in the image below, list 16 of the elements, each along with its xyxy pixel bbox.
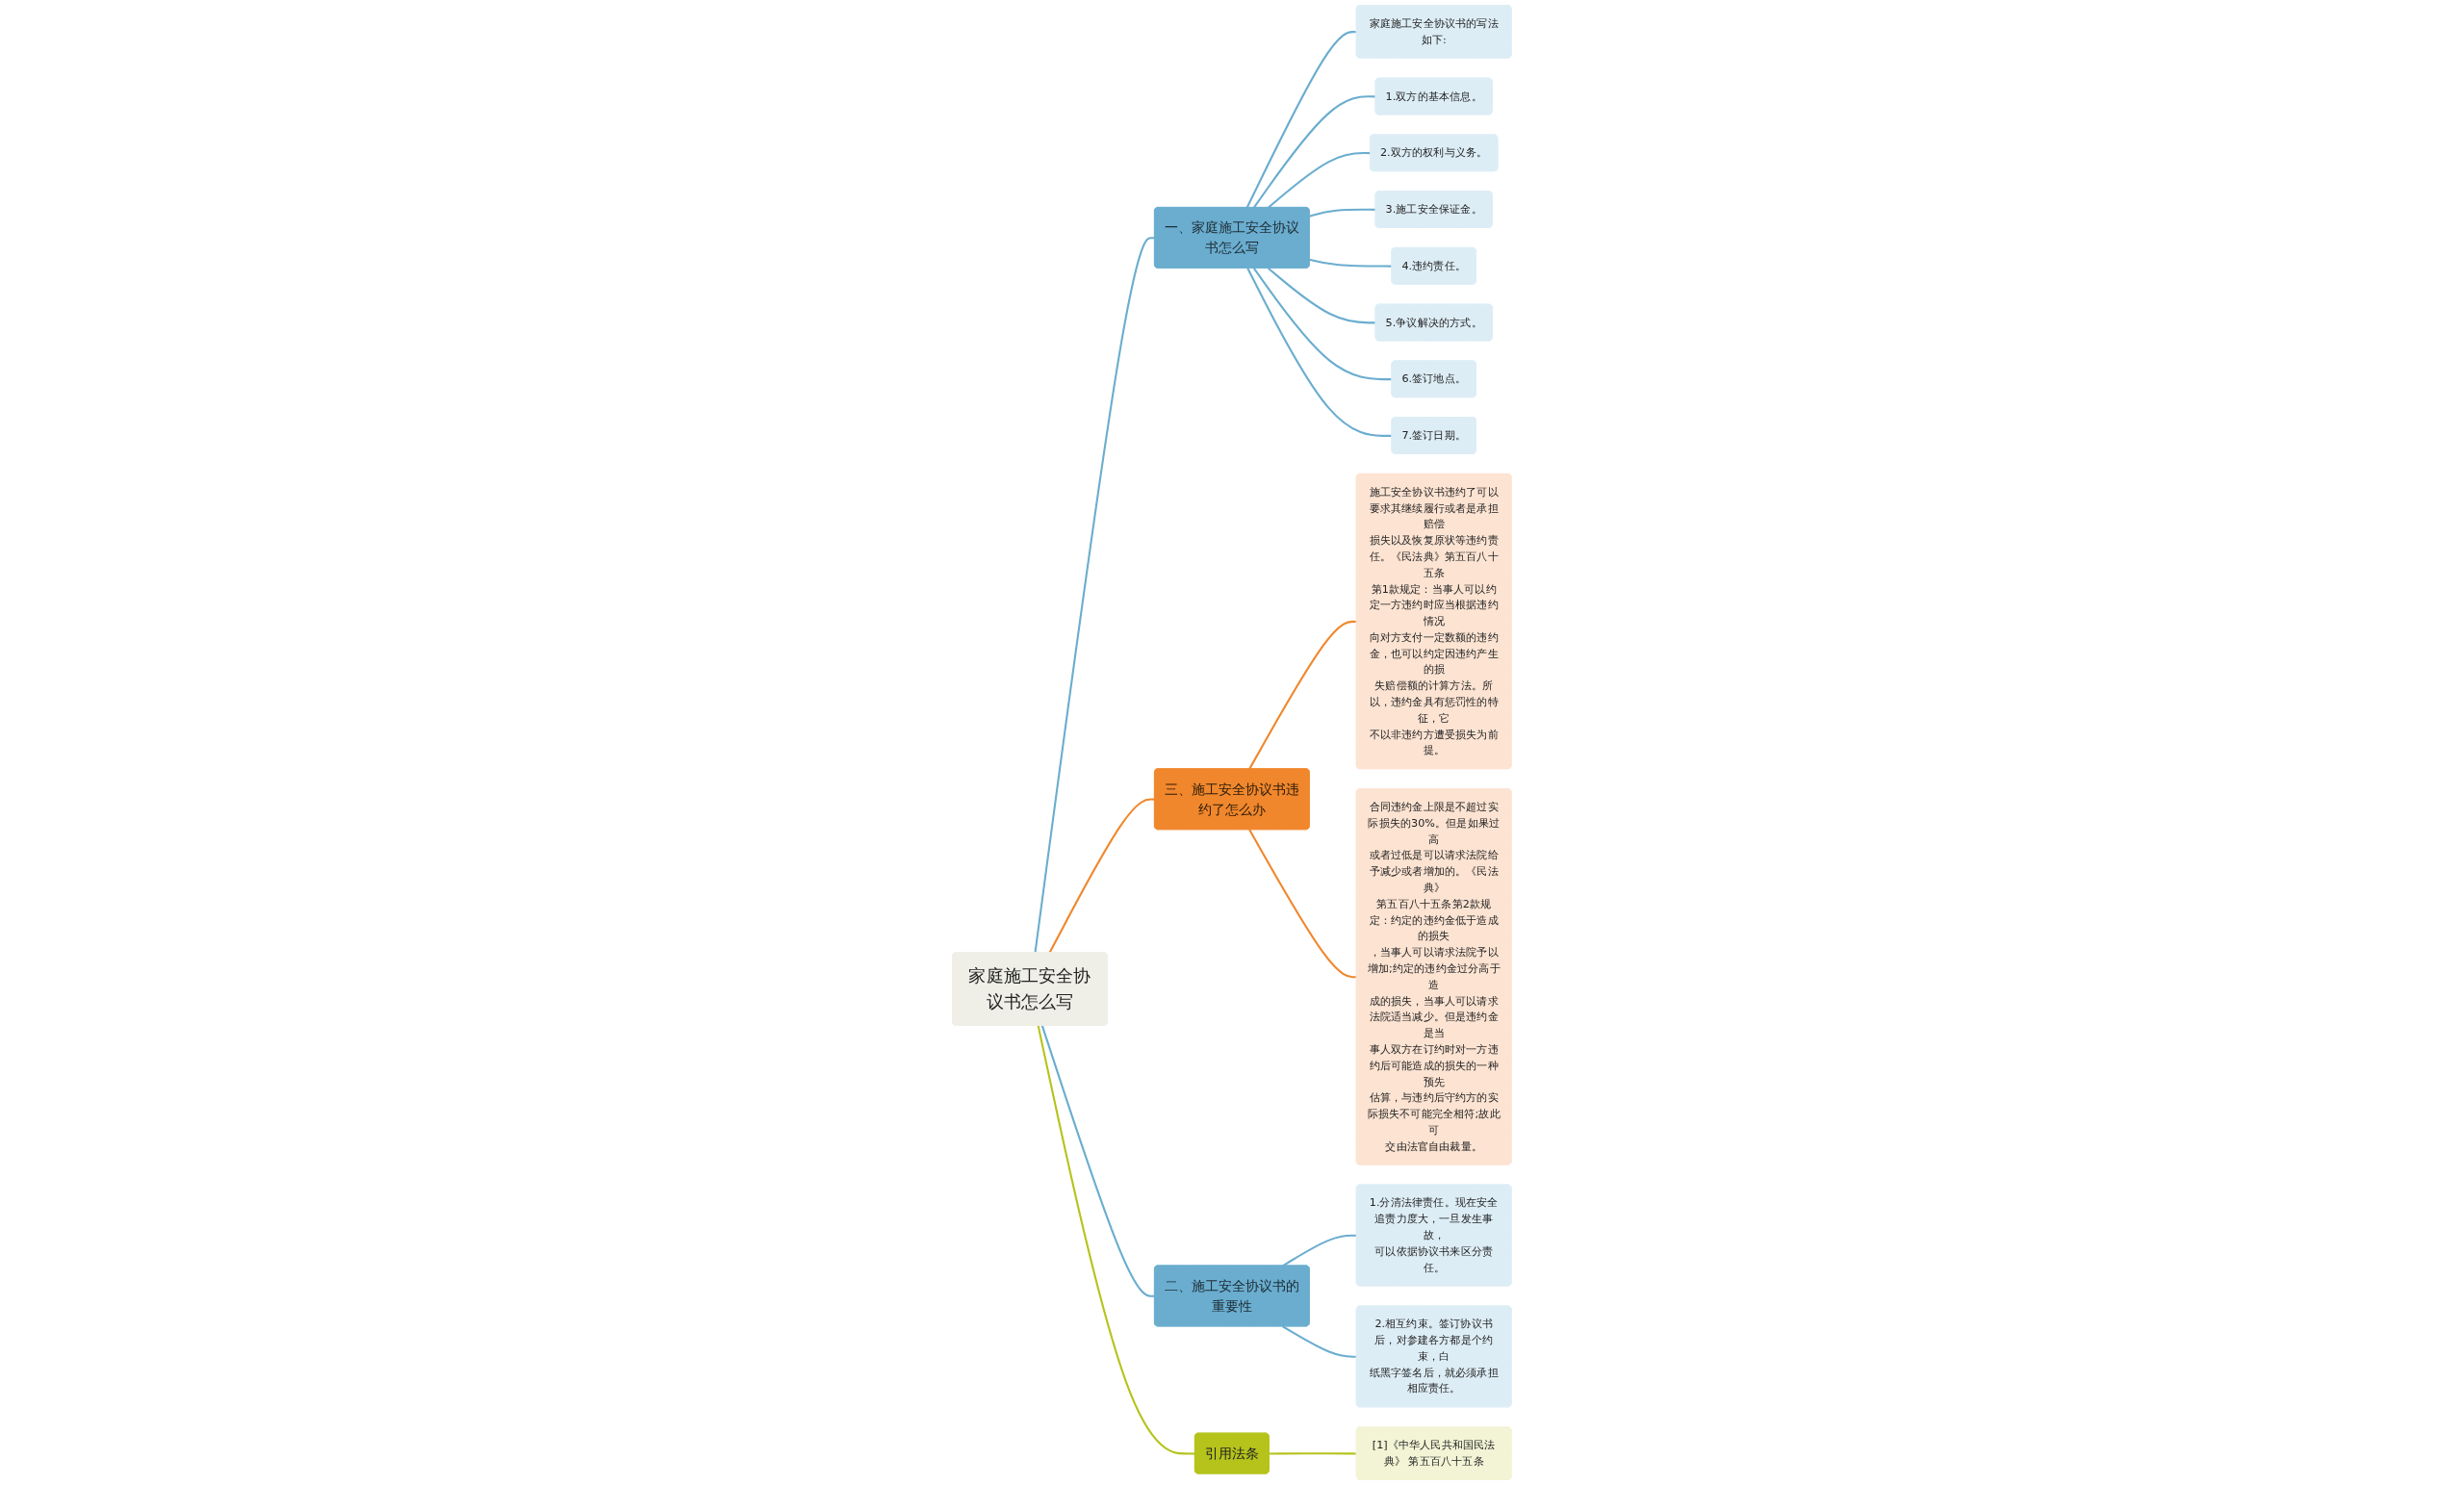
connector [1309, 258, 1393, 268]
connector [1034, 237, 1156, 954]
connector [1309, 208, 1376, 218]
connector [1268, 267, 1376, 324]
connector [1248, 829, 1357, 979]
connector [1252, 268, 1393, 381]
connector [1245, 31, 1357, 209]
connector [1248, 620, 1357, 770]
connector [1252, 95, 1376, 209]
connector [1269, 1452, 1357, 1455]
connector [1268, 152, 1371, 209]
connector [1246, 268, 1393, 437]
connector [1037, 1025, 1195, 1455]
connector [1048, 798, 1155, 954]
connector [1040, 1025, 1155, 1297]
connector [1282, 1325, 1357, 1358]
